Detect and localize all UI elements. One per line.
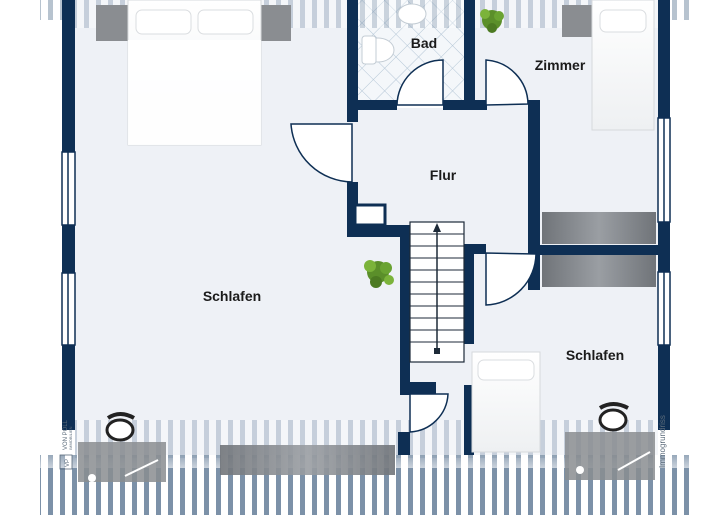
room-label-zimmer: Zimmer: [535, 57, 586, 73]
door-bad: [396, 59, 444, 106]
double-bed: [96, 0, 291, 146]
single-bed-zimmer: [562, 0, 655, 131]
stair-start-marker: [434, 348, 440, 354]
desk-right: [565, 432, 655, 480]
chair-left: [105, 412, 135, 442]
sideboard-bottom: [220, 445, 395, 475]
chair-right: [598, 402, 629, 432]
walls: [62, 0, 670, 455]
plant-icon-bathroom: [480, 9, 504, 33]
desk-lower: [542, 255, 656, 287]
plant-icon: [364, 260, 394, 288]
vonpoll-logo: VP VON POLL IMMOBILIEN: [59, 419, 73, 470]
room-label-schlafen-right: Schlafen: [566, 347, 624, 363]
doors: [290, 59, 537, 433]
logo-text: VON POLL: [63, 419, 69, 450]
windows: [61, 117, 671, 346]
sink: [397, 3, 427, 25]
staircase: [409, 221, 465, 363]
room-label-bad: Bad: [411, 35, 437, 51]
watermark-text: Immogrundriss: [658, 415, 667, 468]
stair-arrow-head: [433, 223, 441, 232]
single-bed-schlafen: [471, 351, 541, 453]
door-storage: [409, 393, 449, 433]
room-label-schlafen-left: Schlafen: [203, 288, 261, 304]
logo-initials: VP: [65, 459, 71, 467]
logo-subtext: IMMOBILIEN: [68, 426, 73, 450]
room-label-flur: Flur: [430, 167, 457, 183]
door-schlafen-right: [485, 252, 537, 306]
desk-upper: [542, 212, 656, 244]
toilet: [361, 35, 395, 65]
door-zimmer: [485, 59, 529, 106]
desk-left: [78, 442, 166, 482]
door-schlafen-left: [290, 123, 353, 183]
